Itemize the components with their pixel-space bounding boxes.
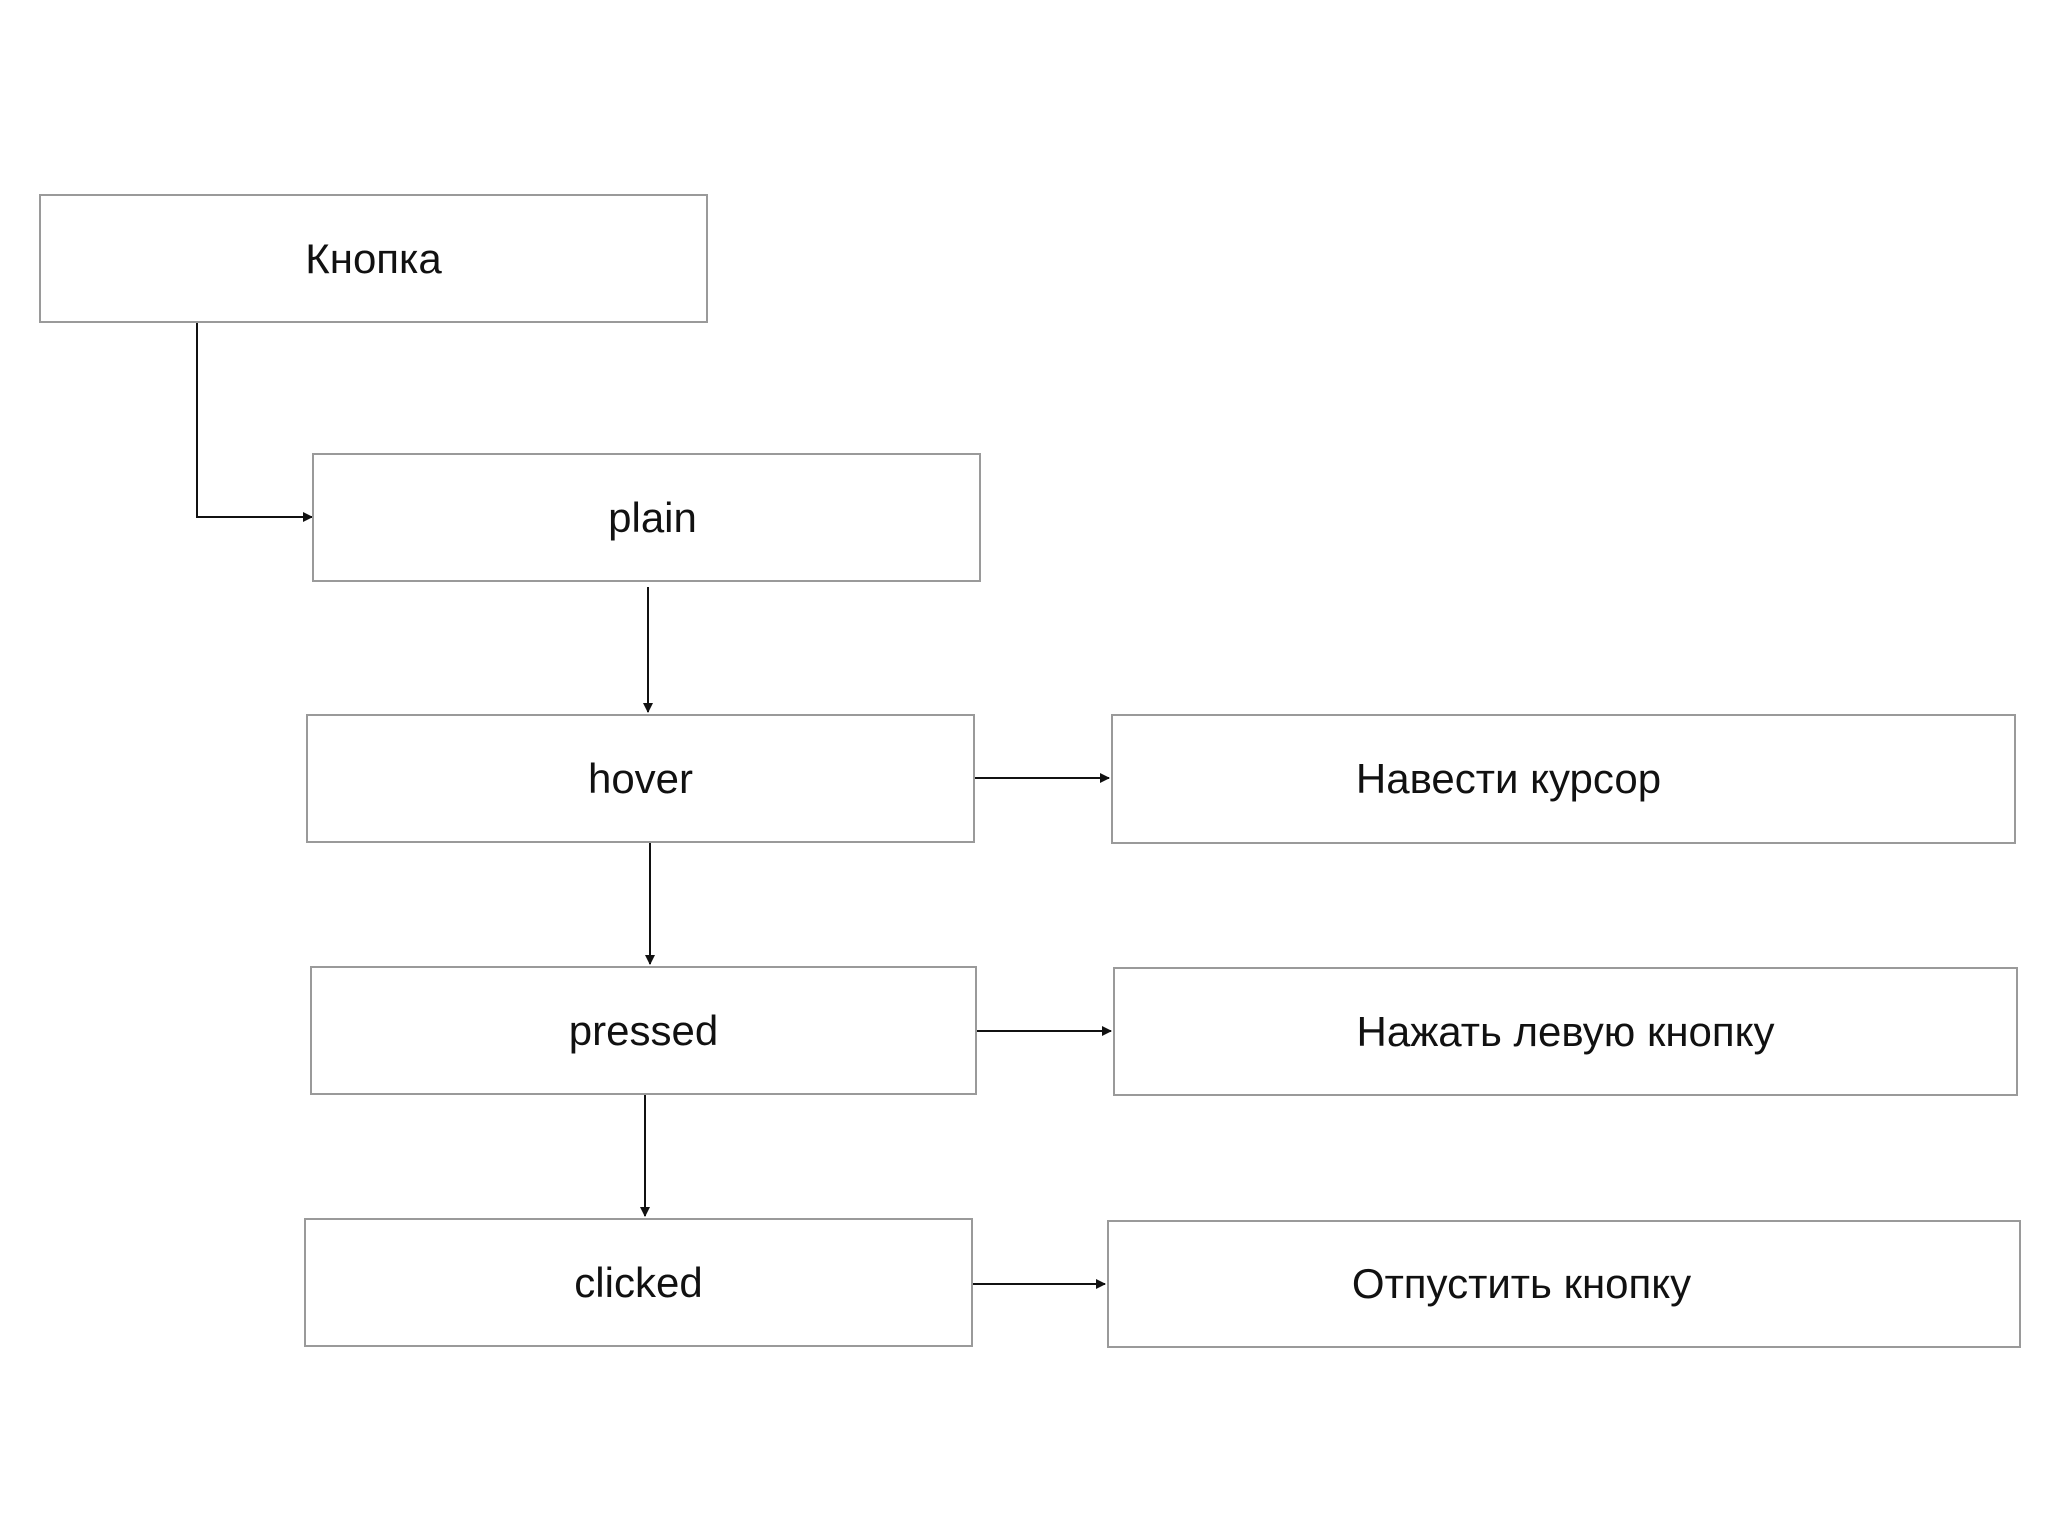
node-root-button: Кнопка: [39, 194, 708, 323]
node-state-pressed: pressed: [310, 966, 977, 1095]
node-action-clicked: Отпустить кнопку: [1107, 1220, 2021, 1348]
node-pressed-action-label: Нажать левую кнопку: [1356, 1007, 1775, 1055]
node-hover-label: hover: [587, 754, 694, 802]
node-clicked-action-label: Отпустить кнопку: [1351, 1260, 1692, 1307]
node-state-hover: hover: [306, 714, 975, 843]
connector-root-to-plain: [196, 320, 313, 522]
node-state-clicked: clicked: [304, 1218, 973, 1347]
node-plain-label: plain: [608, 493, 697, 541]
node-root-label: Кнопка: [305, 234, 442, 282]
node-action-pressed: Нажать левую кнопку: [1113, 967, 2018, 1096]
node-state-plain: plain: [312, 453, 981, 582]
node-pressed-label: pressed: [568, 1006, 719, 1054]
node-hover-action-label: Навести курсор: [1355, 755, 1662, 802]
node-action-hover: Навести курсор: [1111, 714, 2016, 844]
node-clicked-label: clicked: [574, 1258, 703, 1306]
